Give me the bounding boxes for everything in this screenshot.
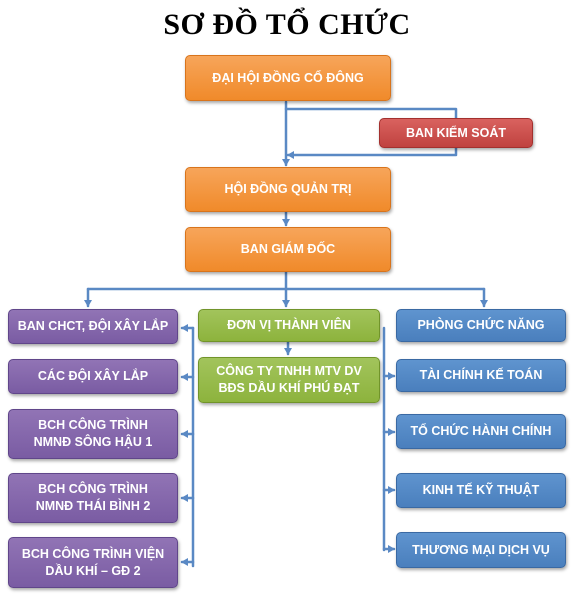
management-box: BAN GIÁM ĐỐC <box>185 227 391 272</box>
shareholders-box: ĐẠI HỘI ĐỒNG CỔ ĐÔNG <box>185 55 391 101</box>
page-title: SƠ ĐỒ TỔ CHỨC <box>163 8 411 41</box>
connector-shareholders-to-supervisory <box>284 107 458 120</box>
commerce-services-box: THƯƠNG MẠI DỊCH VỤ <box>396 532 566 568</box>
construction-board-box: BAN CHCT, ĐỘI XÂY LẮP <box>8 309 178 344</box>
finance-accounting-box: TÀI CHÍNH KẾ TOÁN <box>396 359 566 392</box>
functional-departments-box: PHÒNG CHỨC NĂNG <box>396 309 566 342</box>
administration-box: TỔ CHỨC HÀNH CHÍNH <box>396 414 566 449</box>
connector-supervisory-to-board <box>286 145 458 159</box>
construction-teams-box: CÁC ĐỘI XÂY LẮP <box>8 359 178 394</box>
board-of-directors-box: HỘI ĐỒNG QUẢN TRỊ <box>185 167 391 212</box>
phu-dat-company-box: CÔNG TY TNHH MTV DV BĐS DẦU KHÍ PHÚ ĐẠT <box>198 357 380 403</box>
economic-technical-box: KINH TẾ KỸ THUẬT <box>396 473 566 508</box>
supervisory-board-box: BAN KIỂM SOÁT <box>379 118 533 148</box>
member-units-box: ĐƠN VỊ THÀNH VIÊN <box>198 309 380 342</box>
petroleum-institute-project-box: BCH CÔNG TRÌNH VIỆN DẦU KHÍ – GĐ 2 <box>8 537 178 588</box>
song-hau-project-box: BCH CÔNG TRÌNH NMNĐ SÔNG HẬU 1 <box>8 409 178 459</box>
thai-binh-project-box: BCH CÔNG TRÌNH NMNĐ THÁI BÌNH 2 <box>8 473 178 523</box>
